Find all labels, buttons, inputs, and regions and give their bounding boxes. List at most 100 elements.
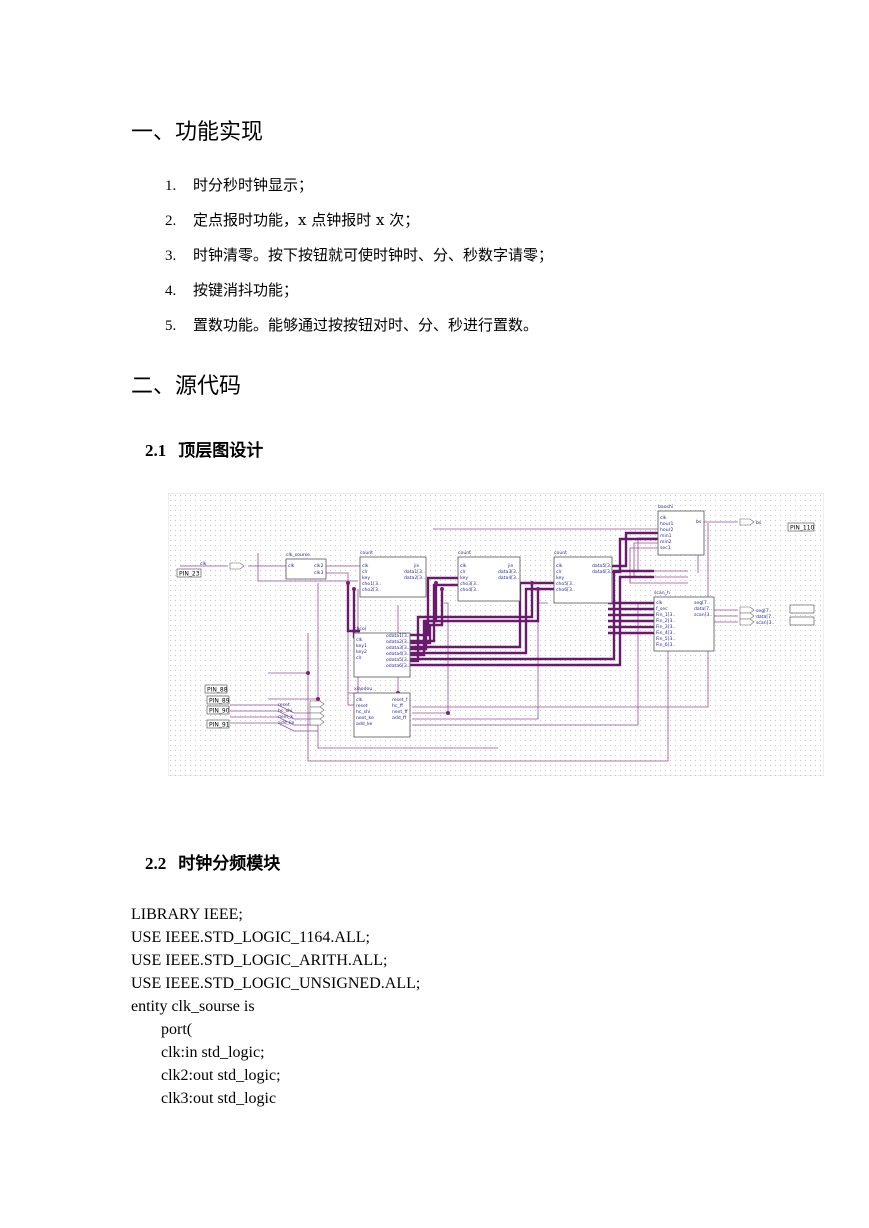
list-item: 1.时分秒时钟显示； [165,174,313,196]
vhdl-code-block: LIBRARY IEEE; USE IEEE.STD_LOGIC_1164.ALL… [131,903,420,1110]
svg-text:data4[3..: data4[3.. [498,575,519,581]
svg-text:clk: clk [200,561,207,567]
svg-text:reset_f: reset_f [392,697,408,703]
block-name-scan: scan_h [654,590,670,596]
list-item: 5. 置数功能。能够通过按按钮对时、分、秒进行置数。 [165,314,538,336]
block-name-baoshi: baoshi [658,504,673,510]
list-text: 时分秒时钟显示； [193,176,314,194]
code-line: USE IEEE.STD_LOGIC_ARITH.ALL; [131,952,388,969]
svg-text:data2[3..: data2[3.. [404,575,425,581]
list-item: 2.定点报时功能，x 点钟报时 x 次； [165,209,419,231]
svg-text:next_ke: next_ke [356,715,374,721]
pin-label: PIN_89 [209,698,230,705]
list-text: 按键消抖功能； [193,281,299,299]
code-line: USE IEEE.STD_LOGIC_1164.ALL; [131,929,370,946]
svg-text:odata3[3..: odata3[3.. [386,645,410,651]
svg-text:odata2[3..: odata2[3.. [386,639,410,645]
list-number: 3. [165,248,177,264]
svg-text:Fin_6[3..: Fin_6[3.. [656,642,675,648]
block-name-count-60b: count [458,550,471,556]
svg-text:odata1[3..: odata1[3.. [386,633,410,639]
svg-text:min1: min1 [660,533,672,539]
block-scan [653,596,715,652]
svg-text:cho2[3..: cho2[3.. [362,587,381,593]
svg-text:key1: key1 [356,643,367,649]
svg-text:f_sec: f_sec [656,606,668,612]
code-line: USE IEEE.STD_LOGIC_UNSIGNED.ALL; [131,975,421,992]
svg-text:clk: clk [460,563,467,569]
schematic-blocks [285,510,715,738]
io-symbols [229,518,755,726]
svg-text:clk3: clk3 [314,570,323,576]
subsection-title-top-level: 2.1 顶层图设计 [145,436,263,461]
section-title-source: 二、源代码 [131,374,242,399]
svg-text:odata5[3..: odata5[3.. [386,657,410,663]
svg-text:data[7..: data[7.. [694,606,712,612]
list-text: 时钟清零。按下按钮就可使时钟时、分、秒数字请零； [193,246,554,264]
svg-text:key2: key2 [356,649,367,655]
svg-text:Fin_5[3..: Fin_5[3.. [656,636,675,642]
svg-text:clk: clk [656,600,663,606]
subsection-text: 顶层图设计 [178,441,264,461]
subsection-text: 时钟分频模块 [178,854,281,874]
svg-text:odata4[3..: odata4[3.. [386,651,410,657]
io-labels: clk reset hc_shi next_k add_ke bs seg[7.… [200,520,774,726]
svg-text:data6[3..: data6[3.. [592,569,613,575]
block-xiaodou [353,692,411,738]
svg-text:reset: reset [278,702,290,708]
subsection-number: 2.2 [145,854,167,873]
block-labels: clk_sourse clk clk2 clk3 count clk clr k… [286,504,712,727]
svg-text:sec1: sec1 [660,545,671,551]
list-item: 3. 时钟清零。按下按钮就可使时钟时、分、秒数字请零； [165,244,553,266]
svg-text:Fin_1[3..: Fin_1[3.. [656,612,675,618]
svg-text:data5[3..: data5[3.. [592,563,613,569]
block-name-count-24: count [554,550,567,556]
schematic-figure: clk_sourse clk clk2 clk3 count clk clr k… [167,492,825,777]
pin-label: PIN_88 [207,687,228,694]
code-line: port( [161,1021,193,1038]
pin-label: PIN_23 [179,571,200,578]
svg-text:add_ff: add_ff [392,715,407,721]
svg-text:cho5[3..: cho5[3.. [556,581,575,587]
svg-text:clr: clr [356,655,362,661]
svg-text:data[7..: data[7.. [756,614,774,620]
svg-text:Fin_2[3..: Fin_2[3.. [656,618,675,624]
svg-text:clk: clk [362,563,369,569]
schematic-diagram: clk_sourse clk clk2 clk3 count clk clr k… [167,492,825,777]
code-line: clk:in std_logic; [161,1044,265,1061]
pin-label: PIN_91 [209,722,230,729]
svg-text:data1[3..: data1[3.. [404,569,425,575]
svg-text:min2: min2 [660,539,672,545]
block-name-clk-sourse: clk_sourse [286,552,310,558]
svg-text:clr: clr [556,569,562,575]
svg-text:add_ke: add_ke [278,720,294,726]
block-count-60b [457,556,521,602]
svg-text:key: key [362,575,370,581]
svg-text:reset: reset [356,703,368,709]
code-line: clk3:out std_logic [161,1090,277,1107]
list-number: 5. [165,318,177,334]
svg-text:key: key [556,575,564,581]
svg-text:cho3[3..: cho3[3.. [460,581,479,587]
svg-text:cho6[3..: cho6[3.. [556,587,575,593]
svg-text:bs: bs [756,520,762,526]
svg-text:hour1: hour1 [660,521,674,527]
code-line: LIBRARY IEEE; [131,906,243,923]
svg-text:clk: clk [356,697,363,703]
svg-text:next_k: next_k [278,714,293,720]
svg-text:scan[3..: scan[3.. [694,612,712,618]
svg-text:odata6[3..: odata6[3.. [386,663,410,669]
svg-text:hc_ff: hc_ff [392,703,404,709]
schematic-wires [180,521,738,762]
code-line: entity clk_sourse is [131,998,255,1015]
list-text: 置数功能。能够通过按按钮对时、分、秒进行置数。 [193,316,539,334]
list-number: 2. [165,213,177,229]
svg-text:hc_shi: hc_shi [356,709,370,715]
svg-text:clr: clr [362,569,368,575]
code-line: clk2:out std_logic; [161,1067,281,1084]
block-count-60a [359,556,427,598]
svg-text:cho4[3..: cho4[3.. [460,587,479,593]
block-name-xiaodou: xiaodou [354,686,372,692]
subsection-number: 2.1 [145,441,167,460]
list-item: 4.按键消抖功能； [165,279,298,301]
